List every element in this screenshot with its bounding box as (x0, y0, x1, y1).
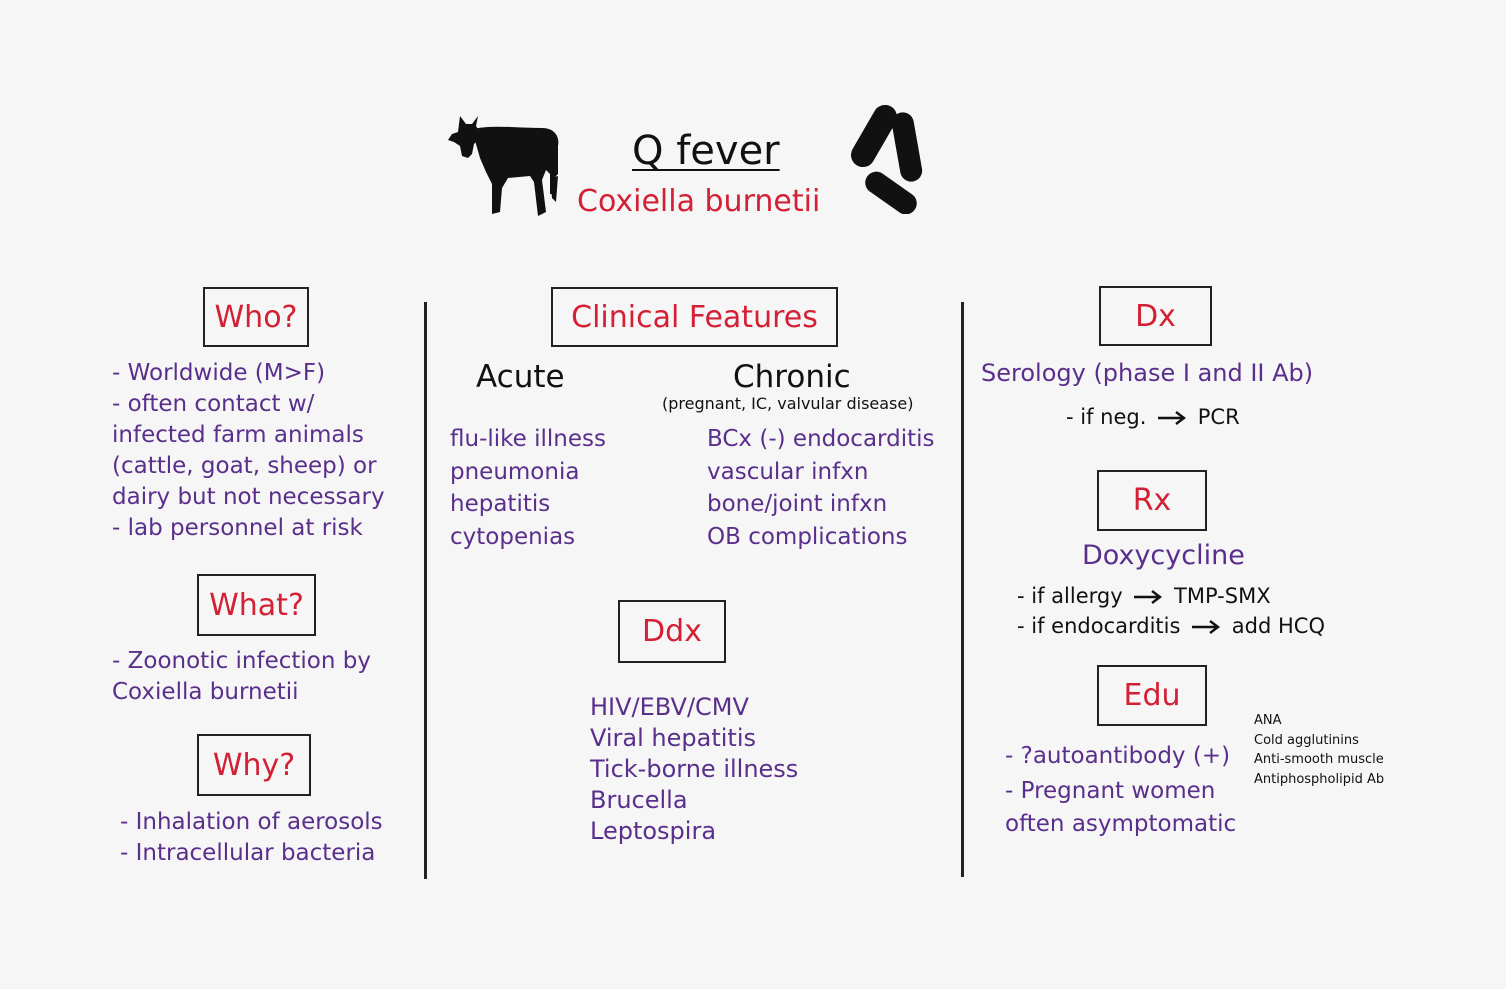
why-lines: - Inhalation of aerosols - Intracellular… (120, 807, 383, 869)
dx-if-negative: - if neg. PCR (1066, 403, 1240, 431)
what-line: - Zoonotic infection by (112, 648, 371, 674)
why-line: - Inhalation of aerosols (120, 809, 383, 835)
dx-if-negative-label: - if neg. (1066, 405, 1147, 429)
edu-heading: Edu (1097, 665, 1207, 726)
who-lines: - Worldwide (M>F) - often contact w/ inf… (112, 358, 385, 544)
dx-serology: Serology (phase I and II Ab) (981, 359, 1314, 387)
autoantibody-item: Antiphospholipid Ab (1254, 771, 1385, 787)
who-line: - often contact w/ (112, 391, 315, 417)
autoantibody-list: ANA Cold agglutinins Anti-smooth muscle … (1254, 711, 1384, 789)
edu-lines: - ?autoantibody (+) - Pregnant women oft… (1005, 740, 1236, 841)
column-divider-right (961, 302, 964, 877)
who-line: - Worldwide (M>F) (112, 360, 326, 386)
autoantibody-item: Cold agglutinins (1254, 732, 1359, 748)
chronic-note: (pregnant, IC, valvular disease) (662, 394, 914, 413)
why-heading: Why? (197, 734, 311, 796)
rx-endocarditis: - if endocarditis add HCQ (1017, 612, 1325, 640)
ddx-item: Brucella (590, 786, 688, 814)
cow-icon (446, 112, 562, 220)
autoantibody-item: ANA (1254, 713, 1282, 728)
diagram-title: Q fever (632, 128, 780, 174)
bacteria-icon (840, 102, 936, 215)
edu-line: - ?autoantibody (+) (1005, 743, 1231, 769)
rx-allergy-target: TMP-SMX (1174, 584, 1271, 608)
what-lines: - Zoonotic infection by Coxiella burneti… (112, 646, 371, 708)
rx-heading: Rx (1097, 470, 1207, 531)
ddx-item: Tick-borne illness (590, 755, 799, 783)
chronic-item: OB complications (707, 523, 908, 550)
ddx-item: Leptospira (590, 817, 717, 845)
chronic-item: vascular infxn (707, 458, 869, 485)
rx-endocarditis-label: - if endocarditis (1017, 614, 1181, 638)
clinical-features-heading: Clinical Features (551, 287, 838, 347)
chronic-item: bone/joint infxn (707, 491, 888, 517)
who-heading: Who? (203, 287, 309, 347)
ddx-list: HIV/EBV/CMV Viral hepatitis Tick-borne i… (590, 692, 798, 847)
arrow-right-icon (1192, 620, 1221, 634)
ddx-item: Viral hepatitis (590, 724, 757, 752)
chronic-list: BCx (-) endocarditis vascular infxn bone… (707, 423, 934, 553)
acute-item: flu-like illness (450, 426, 606, 452)
what-heading: What? (197, 574, 316, 636)
acute-label: Acute (476, 359, 565, 395)
rx-allergy-label: - if allergy (1017, 584, 1123, 608)
who-line: - lab personnel at risk (112, 515, 363, 541)
what-line: Coxiella burnetii (112, 679, 299, 705)
rx-drug: Doxycycline (1082, 540, 1245, 571)
rx-allergy: - if allergy TMP-SMX (1017, 582, 1271, 610)
ddx-item: HIV/EBV/CMV (590, 693, 749, 721)
why-line: - Intracellular bacteria (120, 840, 376, 866)
dx-heading: Dx (1099, 286, 1212, 346)
ddx-heading: Ddx (618, 600, 726, 663)
column-divider-left (424, 302, 427, 879)
acute-item: cytopenias (450, 523, 576, 550)
rx-endocarditis-target: add HCQ (1231, 614, 1325, 638)
autoantibody-item: Anti-smooth muscle (1254, 752, 1384, 767)
edu-line: often asymptomatic (1005, 811, 1237, 837)
dx-if-negative-target: PCR (1197, 405, 1240, 429)
edu-line: - Pregnant women (1005, 778, 1216, 804)
chronic-label: Chronic (733, 359, 851, 395)
who-line: dairy but not necessary (112, 484, 385, 510)
arrow-right-icon (1158, 411, 1187, 425)
acute-item: pneumonia (450, 458, 580, 485)
acute-item: hepatitis (450, 491, 551, 517)
who-line: infected farm animals (112, 422, 364, 448)
who-line: (cattle, goat, sheep) or (112, 453, 377, 479)
acute-list: flu-like illness pneumonia hepatitis cyt… (450, 423, 606, 553)
chronic-item: BCx (-) endocarditis (707, 426, 935, 452)
arrow-right-icon (1134, 590, 1163, 604)
diagram-subtitle: Coxiella burnetii (577, 184, 821, 219)
